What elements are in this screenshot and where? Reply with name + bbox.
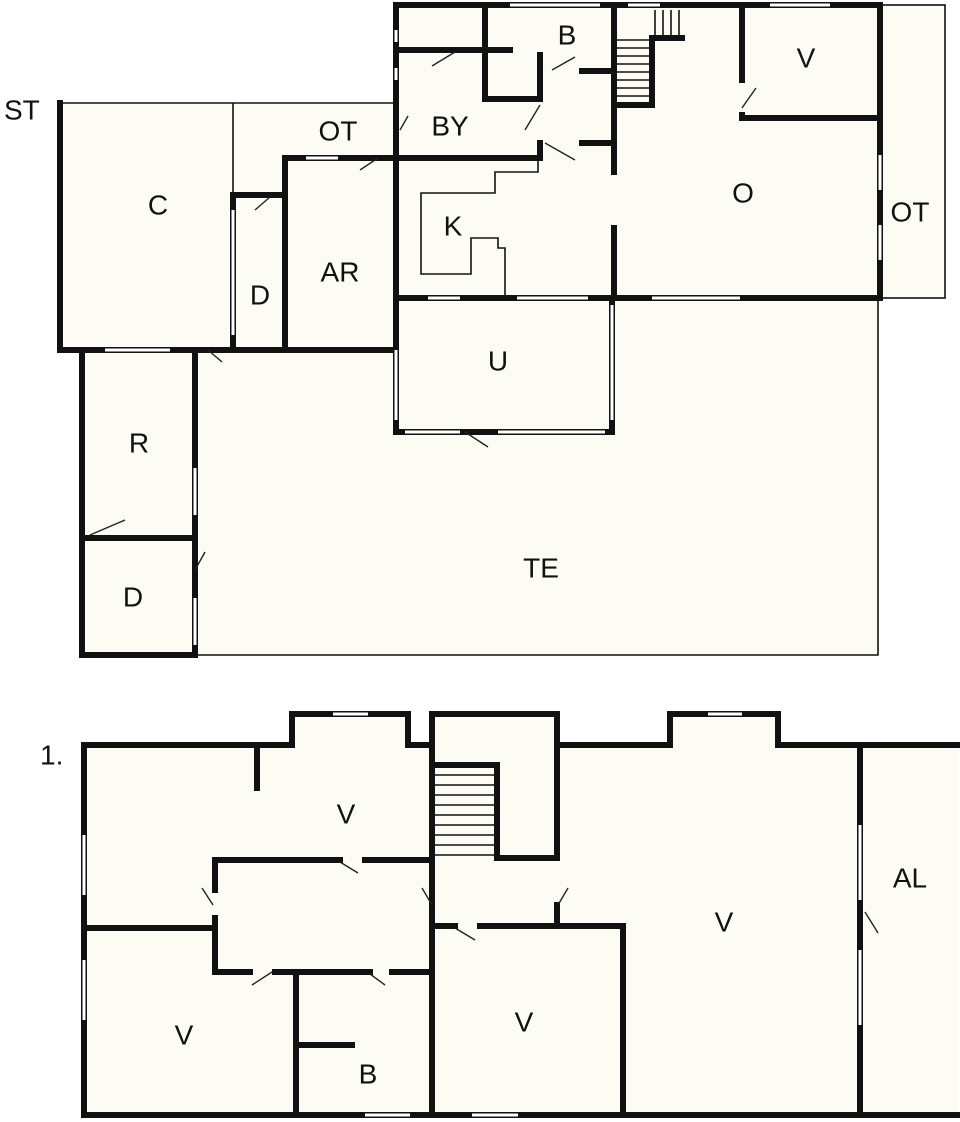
room-label-v-right: V — [715, 906, 734, 937]
stairs-first — [435, 774, 494, 856]
room-label-v: V — [797, 42, 816, 73]
room-label-d-lower: D — [123, 581, 143, 612]
room-label-u: U — [488, 345, 508, 376]
room-label-o: O — [732, 177, 754, 208]
room-label-te: TE — [523, 552, 559, 583]
room-label-ot-right: OT — [891, 196, 930, 227]
room-label-ar: AR — [321, 256, 360, 287]
room-label-v-top: V — [337, 798, 356, 829]
doors — [89, 51, 757, 571]
windows — [105, 3, 882, 645]
stairs — [617, 10, 680, 97]
room-label-r: R — [129, 427, 149, 458]
room-label-by: BY — [431, 110, 469, 141]
room-label-k: K — [444, 210, 463, 241]
room-label-b-first: B — [359, 1058, 378, 1089]
room-label-v-middle: V — [515, 1006, 534, 1037]
first-floor-plan: 1. V V AL V V B — [40, 711, 960, 1118]
room-label-b: B — [558, 19, 577, 50]
room-label-d: D — [250, 279, 270, 310]
windows-first — [82, 712, 862, 1117]
room-label-al: AL — [893, 862, 927, 893]
room-label-ot: OT — [319, 115, 358, 146]
room-label-v-left: V — [175, 1019, 194, 1050]
doors-first — [201, 861, 879, 986]
floor-label-first: 1. — [40, 739, 63, 770]
room-label-c: C — [148, 189, 168, 220]
room-label-st: ST — [4, 94, 40, 125]
ground-floor-plan: ST C OT BY B V O OT K D AR U R D TE — [4, 2, 946, 658]
